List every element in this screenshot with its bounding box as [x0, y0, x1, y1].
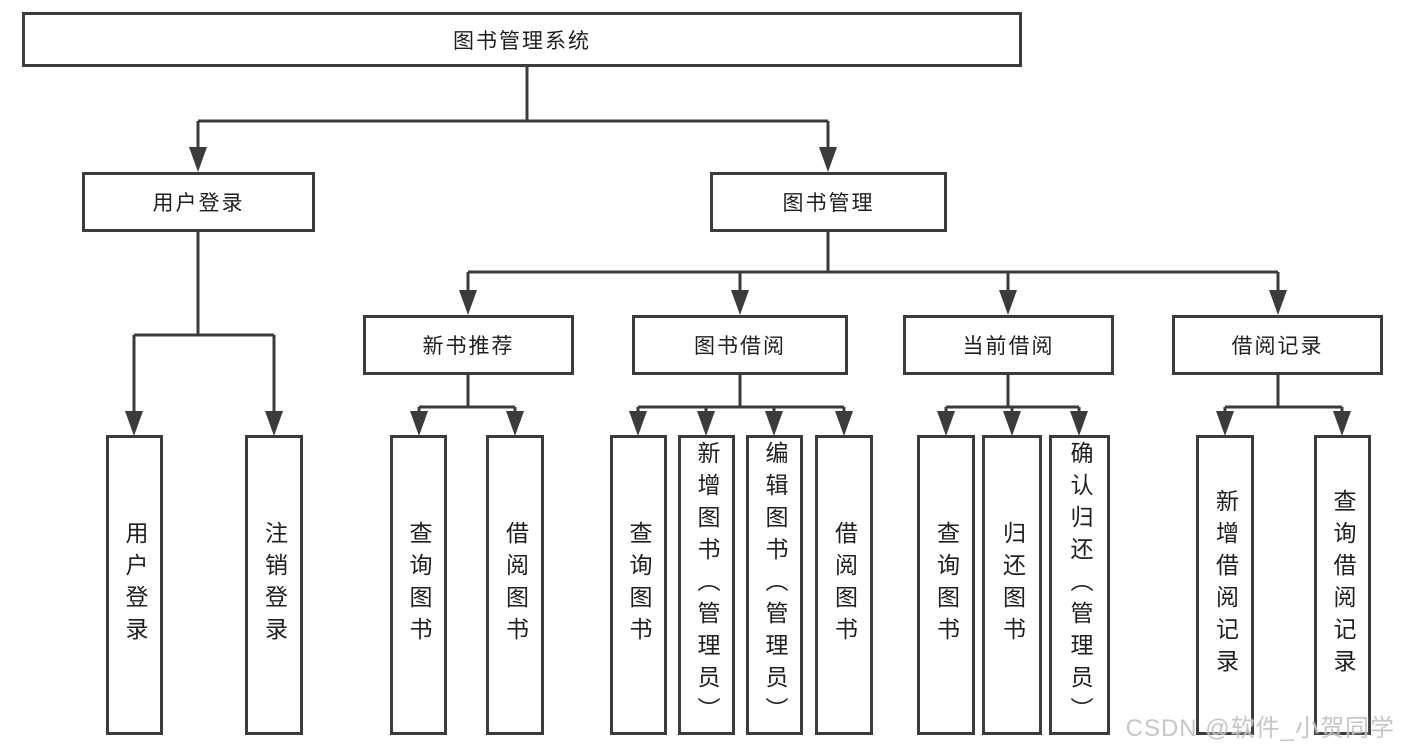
leaf-query-books-recommend: 查询图书: [390, 435, 447, 735]
node-label: 新增图书（管理员）: [694, 441, 720, 729]
leaf-logout: 注销登录: [245, 435, 303, 735]
node-label: 查询借阅记录: [1330, 489, 1356, 681]
leaf-add-book-admin: 新增图书（管理员）: [678, 435, 735, 735]
node-label: 编辑图书（管理员）: [762, 441, 788, 729]
node-label: 查询图书: [933, 521, 960, 649]
watermark-text: CSDN @软件_小贺同学: [1125, 715, 1395, 742]
leaf-query-borrow-record: 查询借阅记录: [1314, 435, 1371, 735]
node-label: 新增借阅记录: [1212, 489, 1239, 681]
node-new-book-recommend: 新书推荐: [363, 315, 574, 375]
node-label: 借阅图书: [502, 521, 529, 649]
node-book-management: 图书管理: [710, 172, 947, 232]
node-label: 当前借阅: [962, 335, 1055, 358]
node-user-login: 用户登录: [82, 172, 315, 232]
node-current-borrow: 当前借阅: [903, 315, 1114, 375]
node-label: 图书管理系统: [453, 29, 591, 53]
leaf-borrow-books-recommend: 借阅图书: [486, 435, 544, 735]
node-label: 查询图书: [626, 521, 652, 649]
node-label: 查询图书: [406, 521, 432, 649]
node-label: 注销登录: [261, 521, 288, 649]
node-label: 借阅记录: [1231, 335, 1324, 358]
node-borrow-records: 借阅记录: [1172, 315, 1383, 375]
leaf-edit-book-admin: 编辑图书（管理员）: [746, 435, 803, 735]
leaf-borrow-books-borrow: 借阅图书: [815, 435, 873, 735]
node-label: 图书管理: [782, 192, 875, 215]
leaf-return-book: 归还图书: [982, 435, 1042, 735]
leaf-add-borrow-record: 新增借阅记录: [1196, 435, 1254, 735]
leaf-user-login: 用户登录: [106, 435, 163, 735]
node-label: 借阅图书: [831, 521, 858, 649]
node-label: 用户登录: [122, 521, 148, 649]
leaf-query-books-borrow: 查询图书: [610, 435, 667, 735]
node-book-borrow: 图书借阅: [632, 315, 848, 375]
node-label: 新书推荐: [422, 335, 515, 358]
node-label: 用户登录: [152, 192, 245, 215]
node-library-system: 图书管理系统: [22, 12, 1022, 67]
leaf-query-books-current: 查询图书: [917, 435, 975, 735]
node-label: 图书借阅: [694, 335, 786, 358]
node-label: 归还图书: [999, 521, 1026, 649]
leaf-confirm-return-admin: 确认归还（管理员）: [1049, 435, 1110, 735]
node-label: 确认归还（管理员）: [1067, 441, 1093, 729]
